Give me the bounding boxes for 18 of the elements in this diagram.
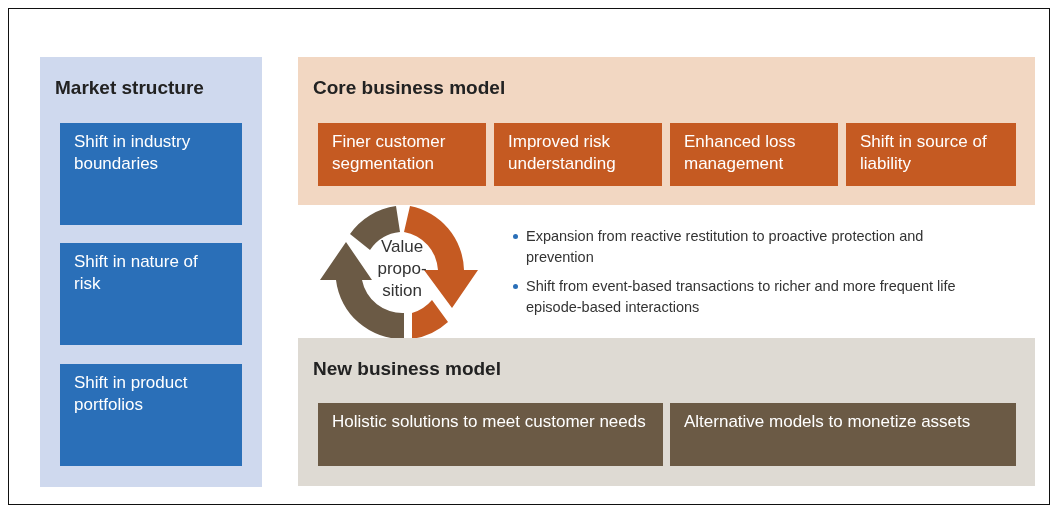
bullet-text: Expansion from reactive restitution to proactive protection and prevention	[526, 228, 924, 265]
process-box: Shift in source of liability	[846, 123, 1016, 186]
process-box: Holistic solutions to meet customer needs	[318, 403, 663, 466]
process-box: Shift in industry boundaries	[60, 123, 242, 225]
bullet-text: Shift from event-based transactions to richer and more frequent life episode-based interactions	[526, 278, 956, 315]
process-box: Improved risk understanding	[494, 123, 662, 186]
group-panel	[40, 57, 262, 487]
panel-heading: Core business model	[313, 77, 506, 99]
process-box: Shift in product portfolios	[60, 364, 242, 466]
process-box: Alternative models to monetize assets	[670, 403, 1016, 466]
center-label: Value propo- sition	[376, 236, 428, 302]
panel-heading: New business model	[313, 358, 501, 380]
process-box: Finer customer segmentation	[318, 123, 486, 186]
group-panel	[298, 338, 1035, 486]
process-box: Enhanced loss management	[670, 123, 838, 186]
group-panel	[298, 57, 1035, 205]
panel-heading: Market structure	[55, 77, 204, 99]
process-box: Shift in nature of risk	[60, 243, 242, 345]
